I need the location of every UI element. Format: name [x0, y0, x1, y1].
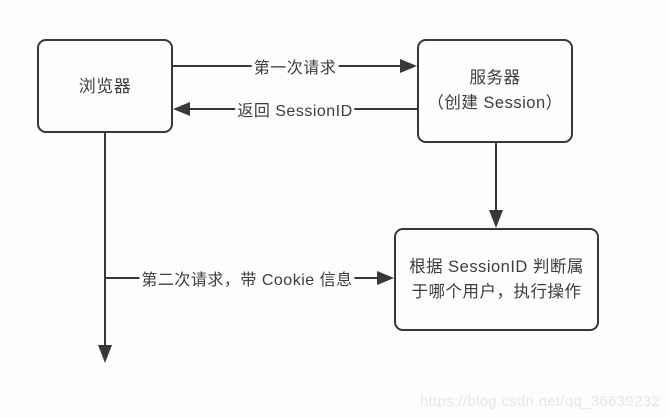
watermark: https://blog.csdn.net/qq_36639232: [419, 393, 660, 410]
arrowhead-right-icon: [400, 59, 417, 73]
arrowhead-down-icon: [98, 345, 112, 363]
judge-session-node-label: 根据 SessionID 判断属 于哪个用户，执行操作: [409, 257, 584, 301]
first-request-label: 第一次请求: [251, 54, 339, 78]
arrowhead-down-icon: [489, 210, 503, 228]
arrowhead-left-icon: [173, 102, 190, 116]
browser-node: 浏览器: [37, 39, 173, 133]
return-sessionid-label: 返回 SessionID: [235, 97, 355, 121]
server-to-judge-line: [494, 143, 498, 211]
server-node-label: 服务器 （创建 Session）: [427, 69, 563, 112]
judge-session-node: 根据 SessionID 判断属 于哪个用户，执行操作: [394, 228, 599, 331]
arrowhead-right-icon: [377, 271, 394, 285]
browser-node-label: 浏览器: [78, 76, 132, 96]
server-node: 服务器 （创建 Session）: [417, 39, 573, 143]
browser-down-line: [103, 133, 107, 345]
second-request-label: 第二次请求，带 Cookie 信息: [139, 266, 355, 290]
